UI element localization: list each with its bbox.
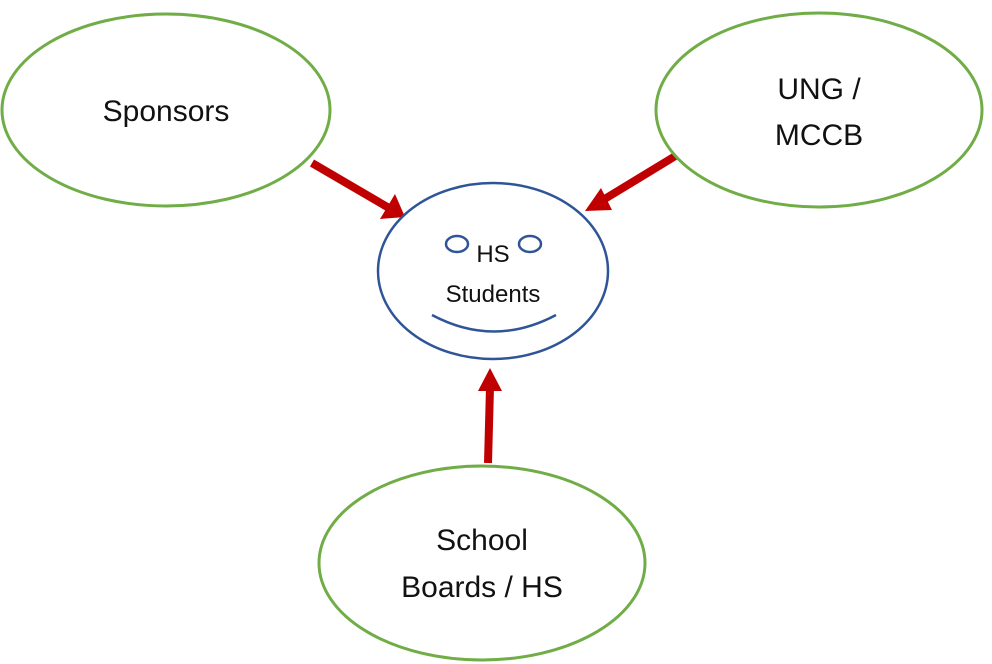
arrowhead-ung (585, 188, 612, 211)
ung-label-line2: MCCB (775, 119, 863, 152)
ung-ellipse (654, 11, 984, 209)
school-ellipse (317, 464, 647, 662)
arrowhead-school (478, 368, 502, 391)
arrow-school-to-students (484, 386, 494, 464)
students-label-line1: HS (476, 241, 509, 268)
node-ung-mccb: UNG / MCCB (654, 11, 984, 209)
arrows-group (309, 151, 680, 464)
arrow-sponsors-to-students (309, 159, 392, 212)
node-hs-students: HS Students (376, 181, 610, 361)
ung-label-line1: UNG / (777, 73, 861, 106)
node-school-boards: School Boards / HS (317, 464, 647, 662)
node-sponsors: Sponsors (0, 12, 332, 208)
sponsors-ellipse (0, 12, 332, 208)
school-label-line2: Boards / HS (401, 571, 563, 604)
students-label-line2: Students (446, 281, 541, 308)
students-ellipse (376, 181, 610, 361)
sponsors-label: Sponsors (103, 95, 230, 128)
smile-icon (431, 313, 557, 333)
arrow-ung-to-students (600, 151, 680, 204)
school-label-line1: School (436, 524, 528, 557)
right-eye-icon (517, 234, 543, 254)
arrowhead-sponsors (380, 194, 405, 219)
left-eye-icon (444, 234, 470, 254)
